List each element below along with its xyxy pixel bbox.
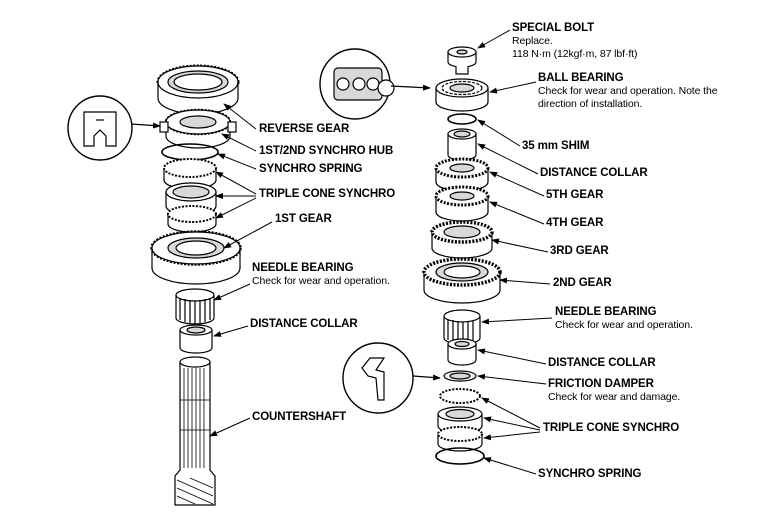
triple-cone-right-part: [437, 388, 483, 452]
friction-damper-title: FRICTION DAMPER: [548, 378, 654, 390]
triple-cone-right-title: TRIPLE CONE SYNCHRO: [543, 422, 680, 434]
special-bolt-part: [447, 46, 477, 75]
ball-bearing-title: BALL BEARING: [538, 72, 624, 84]
needle-bearing-right-title: NEEDLE BEARING: [555, 306, 657, 318]
shim-title: 35 mm SHIM: [522, 140, 590, 152]
label-fourth-gear: 4TH GEAR: [546, 217, 603, 230]
ball-bearing-part: [435, 78, 489, 112]
fifth-gear-part: [434, 157, 490, 192]
ball-bearing-note-1: Check for wear and operation. Note the: [538, 85, 718, 97]
distance-collar-right-bottom-title: DISTANCE COLLAR: [548, 357, 656, 369]
friction-damper-note: Check for wear and damage.: [548, 391, 681, 403]
label-distance-collar-right-top: DISTANCE COLLAR: [540, 167, 648, 180]
label-shim: 35 mm SHIM: [522, 140, 589, 153]
synchro-hub-part: [159, 108, 237, 149]
triple-cone-left-title: TRIPLE CONE SYNCHRO: [259, 188, 396, 200]
label-ball-bearing: BALL BEARING Check for wear and operatio…: [538, 72, 718, 111]
needle-bearing-right-note: Check for wear and operation.: [555, 319, 693, 331]
label-countershaft: COUNTERSHAFT: [252, 411, 346, 424]
countershaft-title: COUNTERSHAFT: [252, 411, 346, 423]
left-assembly: [67, 64, 242, 506]
label-distance-collar-right-bottom: DISTANCE COLLAR: [548, 357, 656, 370]
label-triple-cone-left: TRIPLE CONE SYNCHRO: [259, 188, 395, 201]
label-synchro-spring-left: SYNCHRO SPRING: [259, 163, 363, 176]
synchro-spring-right-title: SYNCHRO SPRING: [538, 468, 642, 480]
special-bolt-note-torque: 118 N·m (12kgf·m, 87 lbf·ft): [512, 48, 638, 60]
reverse-gear-part: [156, 64, 240, 115]
label-distance-collar-left: DISTANCE COLLAR: [250, 318, 358, 331]
distance-collar-right-top-title: DISTANCE COLLAR: [540, 167, 648, 179]
right-assembly: [319, 46, 502, 465]
label-friction-damper: FRICTION DAMPER Check for wear and damag…: [548, 378, 680, 404]
countershaft-part: [174, 356, 216, 506]
special-bolt-title: SPECIAL BOLT: [512, 22, 595, 34]
friction-damper-detail-callout: [342, 342, 441, 414]
label-synchro-hub: 1ST/2ND SYNCHRO HUB: [259, 145, 393, 158]
label-needle-bearing-left: NEEDLE BEARING Check for wear and operat…: [252, 262, 390, 288]
needle-bearing-left-note: Check for wear and operation.: [252, 275, 390, 287]
needle-bearing-left-part: [175, 288, 215, 325]
third-gear-title: 3RD GEAR: [550, 245, 609, 257]
needle-bearing-left-title: NEEDLE BEARING: [252, 262, 354, 274]
leader-lines: [209, 29, 553, 475]
label-third-gear: 3RD GEAR: [550, 245, 609, 258]
first-gear-part: [150, 230, 242, 285]
special-bolt-note-replace: Replace.: [512, 35, 553, 47]
distance-collar-right-top-part: [447, 128, 477, 161]
synchro-hub-detail-callout: [67, 95, 161, 161]
friction-damper-part: [443, 370, 477, 382]
label-second-gear: 2ND GEAR: [553, 277, 612, 290]
label-triple-cone-right: TRIPLE CONE SYNCHRO: [543, 422, 679, 435]
distance-collar-left-part: [179, 324, 213, 354]
second-gear-part: [422, 257, 502, 304]
second-gear-title: 2ND GEAR: [553, 277, 612, 289]
label-reverse-gear: REVERSE GEAR: [259, 123, 349, 136]
ball-bearing-note-2: direction of installation.: [538, 98, 643, 110]
distance-collar-right-bottom-part: [447, 338, 477, 366]
label-first-gear: 1ST GEAR: [275, 213, 332, 226]
label-synchro-spring-right: SYNCHRO SPRING: [538, 468, 642, 481]
fourth-gear-title: 4TH GEAR: [546, 217, 604, 229]
first-gear-title: 1ST GEAR: [275, 213, 332, 225]
synchro-hub-title: 1ST/2ND SYNCHRO HUB: [259, 145, 394, 157]
reverse-gear-title: REVERSE GEAR: [259, 123, 350, 135]
third-gear-part: [430, 220, 494, 259]
triple-cone-left-part: [163, 158, 217, 233]
fourth-gear-part: [434, 185, 490, 222]
needle-bearing-right-part: [443, 309, 481, 345]
fifth-gear-title: 5TH GEAR: [546, 189, 604, 201]
distance-collar-left-title: DISTANCE COLLAR: [250, 318, 358, 330]
label-needle-bearing-right: NEEDLE BEARING Check for wear and operat…: [555, 306, 693, 332]
label-special-bolt: SPECIAL BOLT Replace. 118 N·m (12kgf·m, …: [512, 22, 637, 61]
label-fifth-gear: 5TH GEAR: [546, 189, 603, 202]
ball-bearing-detail-callout: [319, 48, 431, 120]
shim-part: [447, 113, 477, 125]
synchro-spring-left-title: SYNCHRO SPRING: [259, 163, 363, 175]
synchro-spring-right-part: [435, 447, 485, 465]
